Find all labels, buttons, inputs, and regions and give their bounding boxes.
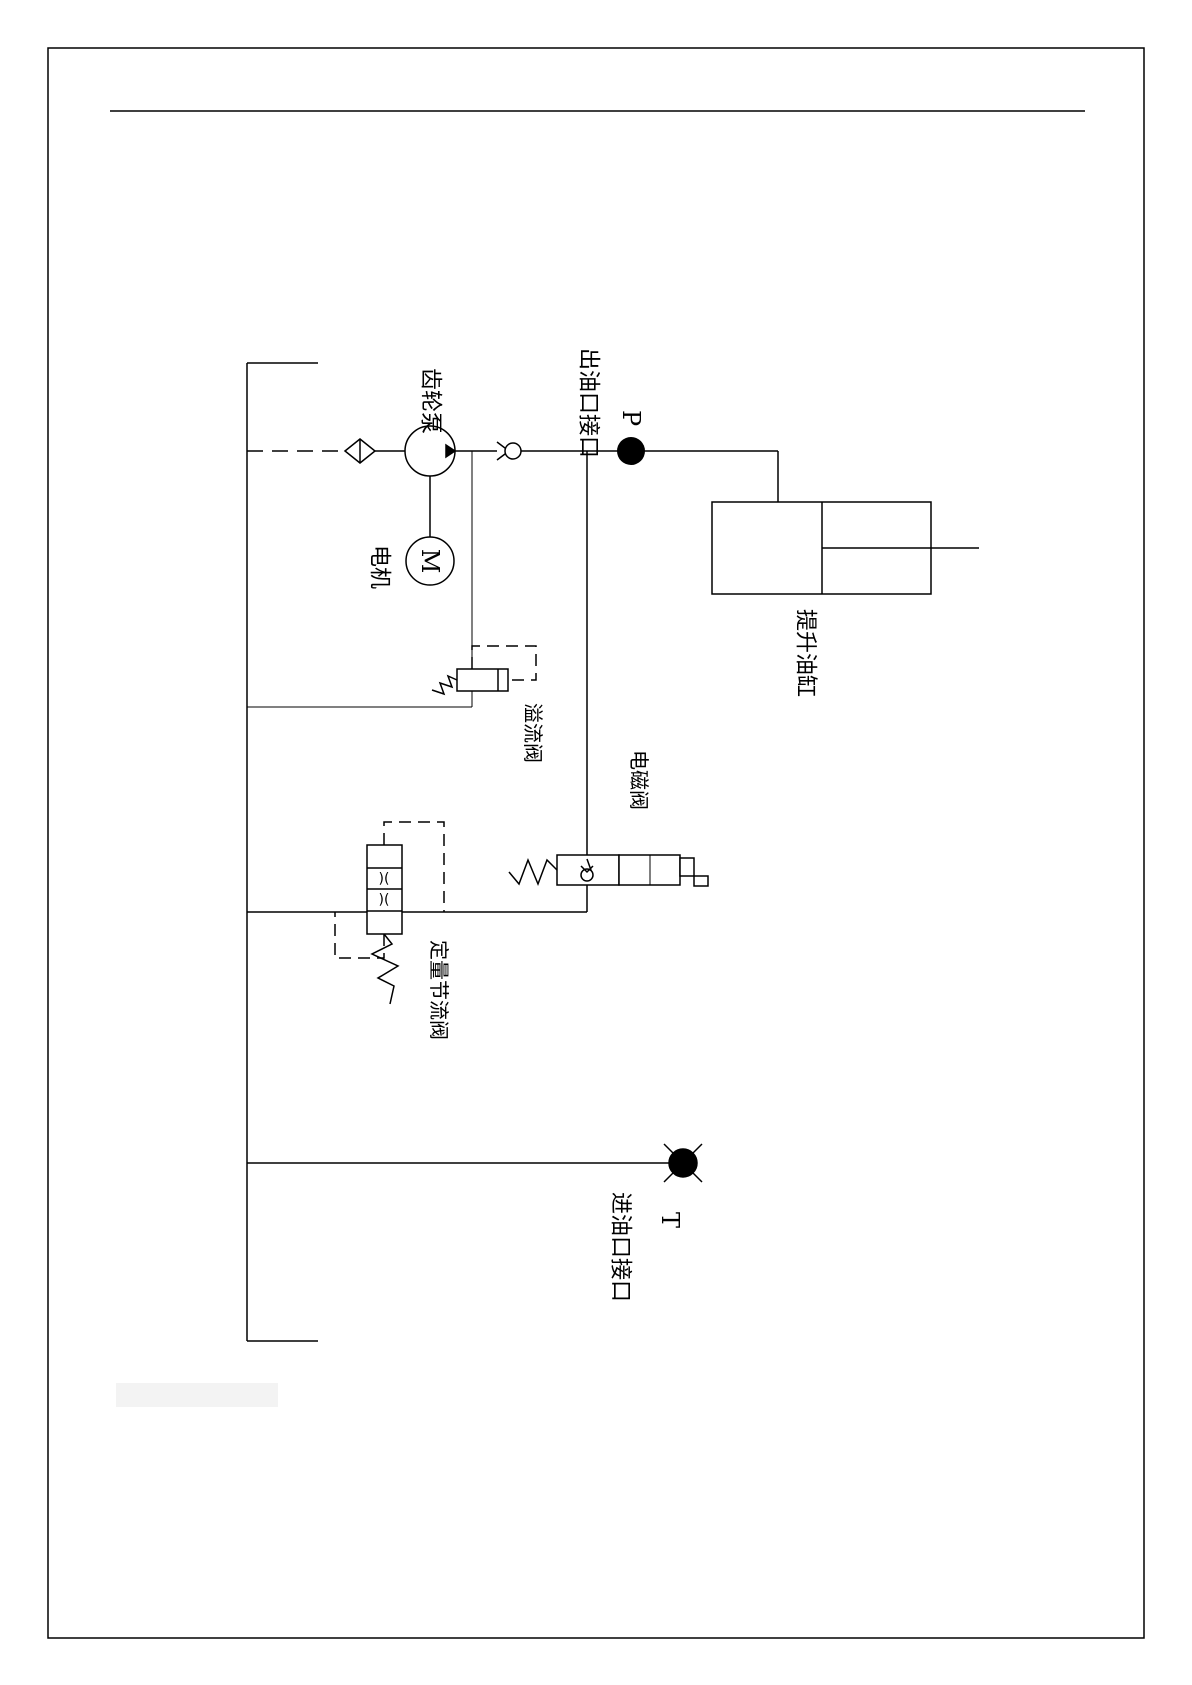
inlet-port-label: 进油口接口 [608, 1192, 633, 1302]
solenoid-valve-icon [509, 855, 708, 886]
motor-icon: M [406, 537, 454, 585]
flow-valve-label: 定量节流阀 [427, 940, 451, 1040]
inlet-port-letter: T [656, 1212, 684, 1228]
caption-placeholder [116, 1383, 278, 1407]
relief-valve-icon [432, 646, 536, 694]
inlet-port-icon [664, 1144, 702, 1182]
svg-text:)(: )( [379, 871, 390, 887]
relief-valve-label: 溢流阀 [521, 703, 545, 763]
motor-symbol: M [416, 549, 444, 574]
outlet-port-label: 出油口接口 [576, 348, 601, 458]
check-valve-icon [497, 442, 521, 460]
solenoid-valve-label: 电磁阀 [627, 750, 651, 810]
lift-cylinder-label: 提升油缸 [793, 609, 818, 697]
outlet-port-icon [617, 437, 645, 465]
pressure-line [455, 451, 778, 502]
gear-pump-label: 齿轮泵 [418, 368, 443, 434]
outlet-port-letter: P [617, 410, 645, 426]
svg-text:)(: )( [379, 892, 390, 908]
filter-icon [345, 439, 375, 463]
solenoid-branch-line [247, 451, 587, 912]
motor-label: 电机 [367, 545, 392, 589]
tank-outline [247, 363, 318, 1341]
lift-cylinder-icon [712, 502, 979, 594]
